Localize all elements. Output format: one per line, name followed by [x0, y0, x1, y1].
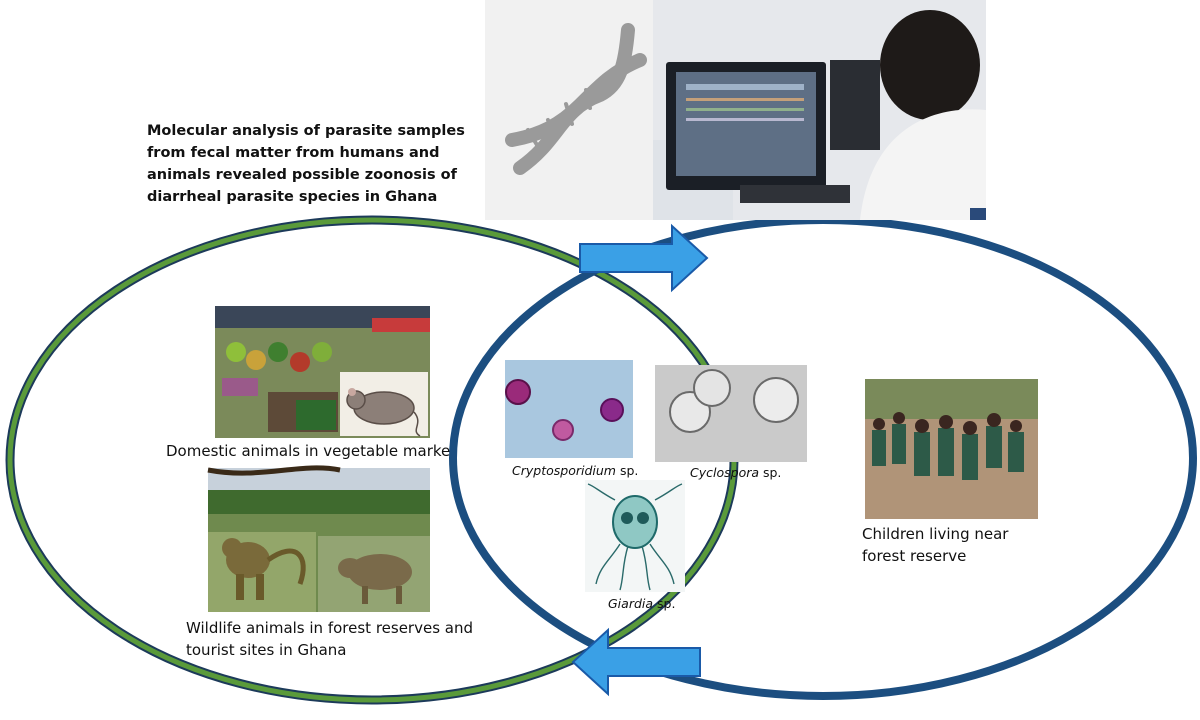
children-photo — [865, 379, 1038, 519]
caption-wildlife-animals: Wildlife animals in forest reserves and … — [186, 619, 474, 659]
label-giardia: Giardia sp. — [608, 596, 675, 611]
monkey-icon — [208, 532, 316, 612]
right-arrow-icon — [579, 223, 709, 293]
label-cryptosporidium-genus: Cryptosporidium — [512, 463, 616, 478]
dna-panel — [485, 0, 653, 220]
label-giardia-suffix: sp. — [653, 596, 676, 611]
label-cryptosporidium-suffix: sp. — [615, 463, 639, 478]
cyclospora-micrograph — [655, 365, 807, 462]
cryptosporidium-micrograph — [505, 360, 633, 458]
caption-children: Children living near forest reserve — [862, 525, 1009, 565]
label-cyclospora-suffix: sp. — [759, 465, 782, 480]
left-arrow-icon — [571, 627, 701, 697]
lab-photo — [653, 0, 986, 220]
warthog-icon — [318, 536, 430, 612]
label-cyclospora-genus: Cyclospora — [690, 465, 760, 480]
label-cyclospora: Cyclospora sp. — [690, 465, 781, 480]
headline: Molecular analysis of parasite samples f… — [147, 123, 465, 205]
dna-helix-icon — [505, 23, 647, 175]
label-giardia-genus: Giardia — [608, 596, 654, 611]
wildlife-forest-photo — [207, 465, 430, 612]
vegetable-market-photo — [215, 306, 430, 438]
giardia-micrograph — [585, 480, 685, 592]
rat-icon — [340, 372, 428, 437]
label-cryptosporidium: Cryptosporidium sp. — [512, 463, 638, 478]
caption-domestic-animals: Domestic animals in vegetable marke — [166, 442, 451, 460]
